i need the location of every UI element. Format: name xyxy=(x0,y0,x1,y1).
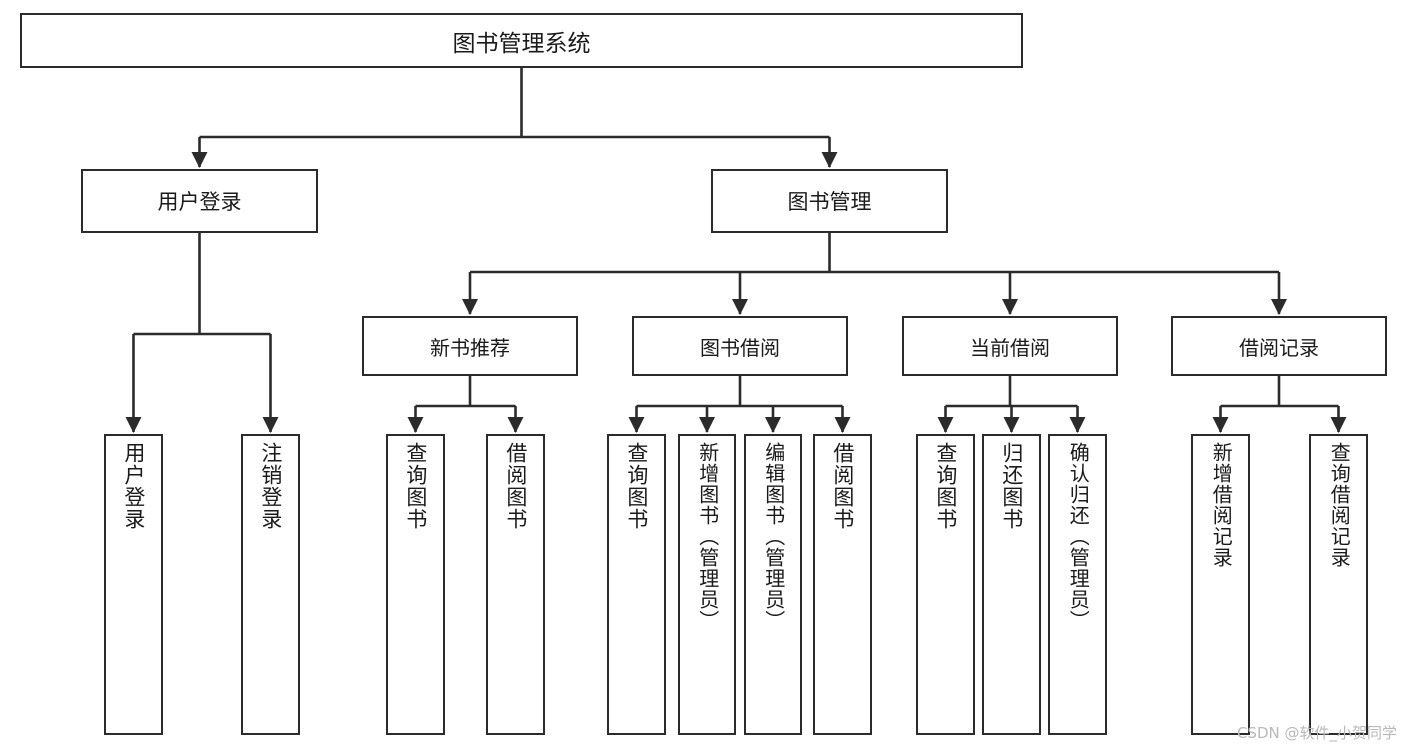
node-leaf-borrow-book-1[interactable]: 借阅图书 xyxy=(486,434,545,735)
node-book-manage-label: 图书管理 xyxy=(787,190,872,214)
node-leaf-confirm-return-label: 确认归还（管理员） xyxy=(1066,442,1091,631)
node-leaf-query-book-1-label: 查询图书 xyxy=(403,442,428,530)
watermark: CSDN @软件_小贺同学 xyxy=(1236,724,1397,742)
node-current-borrow-label: 当前借阅 xyxy=(970,335,1050,360)
node-user-login[interactable]: 用户登录 xyxy=(81,169,318,233)
node-leaf-query-book-2-label: 查询图书 xyxy=(624,442,649,530)
node-borrow-record-label: 借阅记录 xyxy=(1239,335,1319,360)
node-leaf-borrow-book-1-label: 借阅图书 xyxy=(503,442,528,530)
node-leaf-query-book-3-label: 查询图书 xyxy=(933,442,958,530)
node-leaf-user-login-label: 用户登录 xyxy=(121,442,146,530)
node-book-manage[interactable]: 图书管理 xyxy=(711,169,948,233)
node-new-book-recommend[interactable]: 新书推荐 xyxy=(362,316,578,376)
node-leaf-edit-book[interactable]: 编辑图书（管理员） xyxy=(744,434,802,735)
node-leaf-user-login[interactable]: 用户登录 xyxy=(104,434,163,735)
node-leaf-add-record[interactable]: 新增借阅记录 xyxy=(1191,434,1250,735)
node-leaf-add-book-label: 新增图书（管理员） xyxy=(695,442,720,631)
node-leaf-logout-label: 注销登录 xyxy=(258,442,283,530)
node-root[interactable]: 图书管理系统 xyxy=(20,13,1023,68)
node-leaf-borrow-book-2-label: 借阅图书 xyxy=(830,442,855,530)
node-new-book-recommend-label: 新书推荐 xyxy=(430,335,510,360)
node-leaf-return-book[interactable]: 归还图书 xyxy=(982,434,1041,735)
node-current-borrow[interactable]: 当前借阅 xyxy=(902,316,1118,376)
node-user-login-label: 用户登录 xyxy=(157,190,242,214)
node-leaf-borrow-book-2[interactable]: 借阅图书 xyxy=(813,434,872,735)
node-book-borrow[interactable]: 图书借阅 xyxy=(632,316,848,376)
node-leaf-add-book[interactable]: 新增图书（管理员） xyxy=(678,434,736,735)
node-borrow-record[interactable]: 借阅记录 xyxy=(1171,316,1387,376)
node-leaf-query-book-2[interactable]: 查询图书 xyxy=(607,434,666,735)
node-book-borrow-label: 图书借阅 xyxy=(700,335,780,360)
node-root-label: 图书管理系统 xyxy=(452,30,591,57)
node-leaf-query-record[interactable]: 查询借阅记录 xyxy=(1309,434,1368,735)
node-leaf-edit-book-label: 编辑图书（管理员） xyxy=(761,442,786,631)
node-leaf-query-book-3[interactable]: 查询图书 xyxy=(916,434,975,735)
node-leaf-confirm-return[interactable]: 确认归还（管理员） xyxy=(1048,434,1107,735)
node-leaf-return-book-label: 归还图书 xyxy=(999,442,1024,530)
node-leaf-query-record-label: 查询借阅记录 xyxy=(1327,442,1352,568)
node-leaf-add-record-label: 新增借阅记录 xyxy=(1209,442,1234,568)
node-leaf-logout[interactable]: 注销登录 xyxy=(241,434,300,735)
node-leaf-query-book-1[interactable]: 查询图书 xyxy=(386,434,445,735)
